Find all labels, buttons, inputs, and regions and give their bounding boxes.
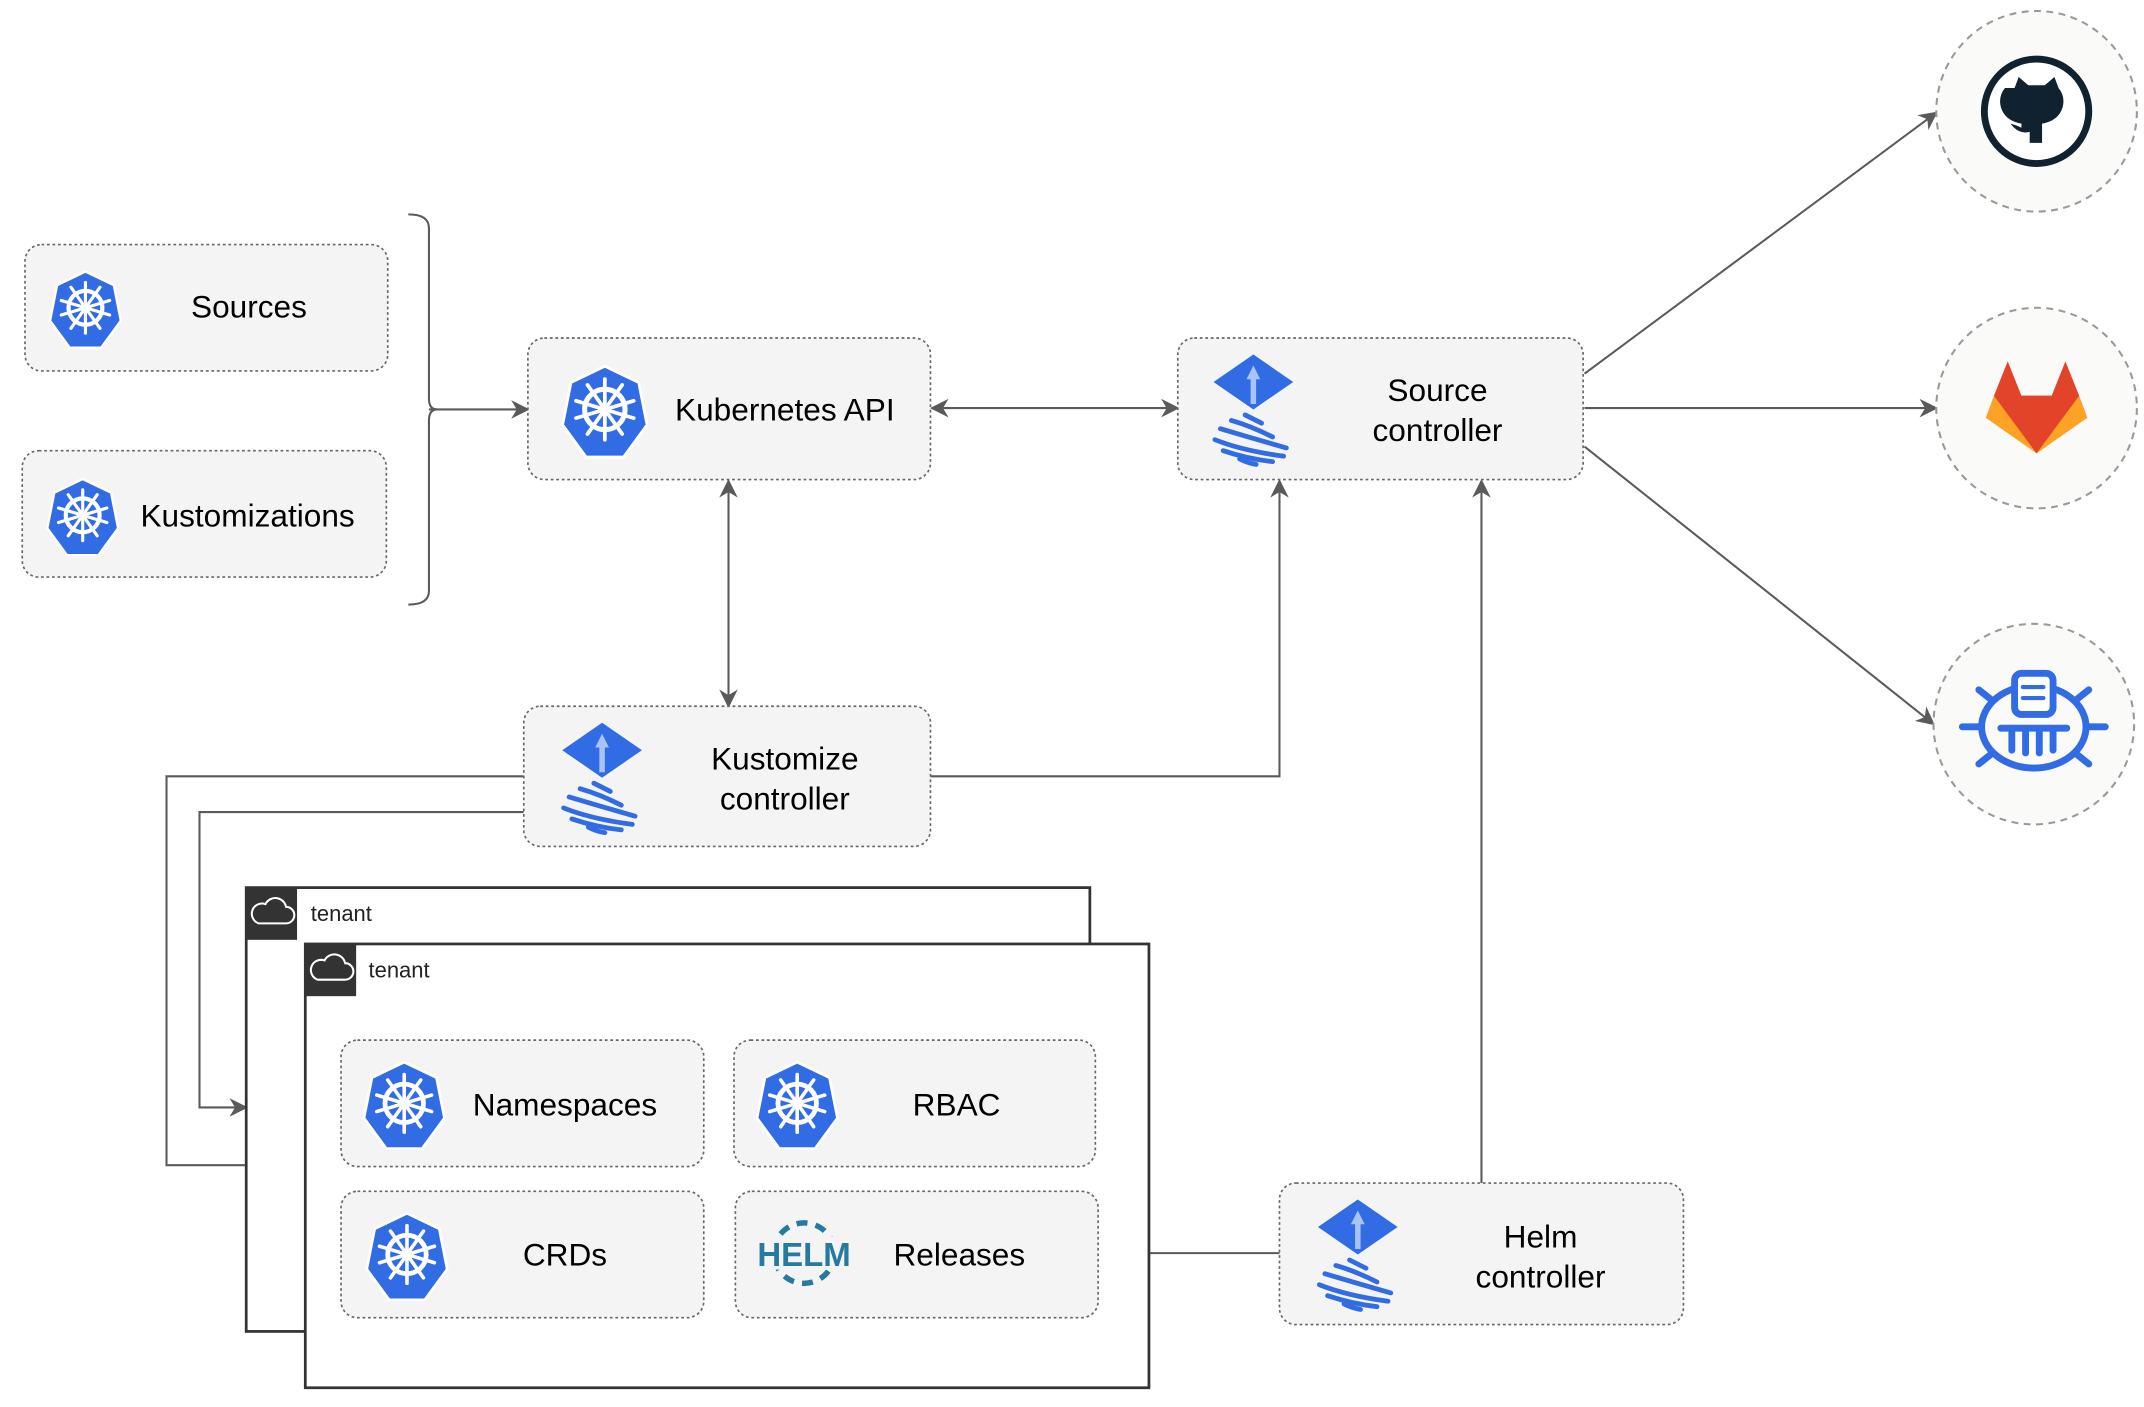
edge-kustomize-to-tenant-back: [198, 811, 524, 1117]
github-source[interactable]: [1935, 9, 2138, 213]
node-label-line1: Source: [1387, 372, 1487, 408]
bucket-icon: [1958, 669, 2109, 772]
bucket-source[interactable]: [1932, 622, 2136, 826]
tenant-label: tenant: [369, 958, 430, 983]
tenant-header: [305, 943, 357, 997]
node-label: Releases: [893, 1236, 1025, 1272]
helm-logo: HELM: [755, 1220, 853, 1287]
kubernetes-icon: [47, 479, 118, 555]
node-label: Sources: [191, 288, 307, 324]
node-label: RBAC: [913, 1087, 1001, 1123]
node-label: Namespaces: [473, 1087, 657, 1123]
node-rbac[interactable]: RBAC: [733, 1039, 1097, 1168]
helm-logo-text: HELM: [757, 1236, 850, 1273]
kubernetes-icon: [757, 1062, 838, 1149]
kubernetes-icon: [563, 366, 648, 457]
kubernetes-icon: [367, 1213, 448, 1300]
node-label: Kubernetes API: [675, 391, 895, 427]
tenant-front[interactable]: tenant Namespaces RBAC CRDs HELM Release…: [303, 942, 1151, 1390]
gitlab-source[interactable]: [1935, 306, 2138, 510]
node-label: CRDs: [523, 1236, 607, 1272]
github-icon: [1980, 55, 2093, 167]
tenant-label: tenant: [311, 901, 372, 926]
node-label-line1: Helm: [1504, 1219, 1578, 1255]
node-helm-controller[interactable]: Helm controller: [1278, 1182, 1685, 1326]
kubernetes-icon: [50, 272, 121, 348]
node-label-line2: controller: [720, 780, 850, 816]
edge-kustomize-to-source: [930, 479, 1289, 778]
node-label: Kustomizations: [140, 497, 354, 533]
node-kustomize-controller[interactable]: Kustomize controller: [522, 705, 932, 848]
node-crds[interactable]: CRDs: [340, 1190, 705, 1319]
node-label-line2: controller: [1476, 1258, 1606, 1294]
node-releases[interactable]: HELM Releases: [734, 1190, 1099, 1319]
node-label-line1: Kustomize: [711, 740, 858, 776]
edge-source-to-bucket: [1583, 445, 1935, 726]
kubernetes-icon: [364, 1062, 445, 1149]
tenant-header: [246, 887, 298, 940]
gitlab-icon: [1985, 361, 2088, 454]
node-namespaces[interactable]: Namespaces: [340, 1039, 705, 1168]
node-kubernetes-api[interactable]: Kubernetes API: [527, 337, 932, 481]
node-kustomizations[interactable]: Kustomizations: [21, 449, 388, 578]
node-sources[interactable]: Sources: [24, 243, 389, 372]
edge-kustomize-to-tenant-front: [165, 775, 524, 1175]
edge-source-to-github: [1583, 111, 1938, 375]
node-label-line2: controller: [1373, 412, 1503, 448]
node-source-controller[interactable]: Source controller: [1176, 337, 1584, 481]
